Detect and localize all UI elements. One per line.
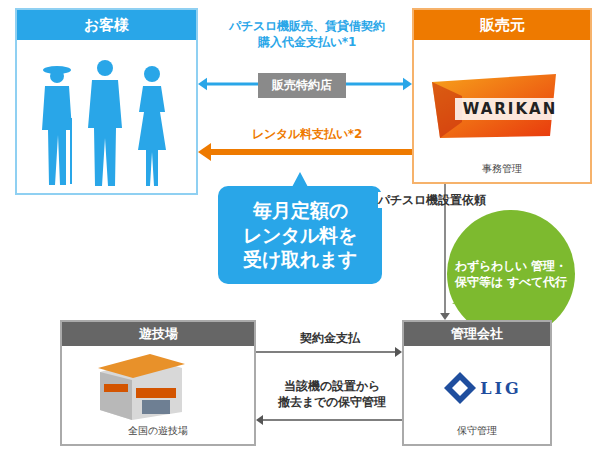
panel-heading: 管理会社: [451, 325, 503, 343]
circle-outline: [447, 210, 575, 338]
panel-heading: 遊技場: [139, 325, 178, 343]
bubble-text: 毎月定額の レンタル料を 受け取れます: [218, 198, 382, 272]
connector-line: [256, 351, 396, 353]
arrow-head: [256, 415, 263, 425]
dealer-tag: 販売特約店: [258, 73, 346, 98]
callout-pointer: [292, 172, 308, 187]
circle-fill: [447, 210, 575, 338]
building-icon: [98, 354, 185, 420]
connector-line: [262, 419, 402, 421]
panel-caption: 全国の遊技場: [62, 424, 254, 438]
edge-label: パチスロ機販売、賃貸借契約 購入代金支払い*1: [222, 18, 392, 50]
manager-panel: 管理会社保守管理: [402, 320, 552, 446]
edge-label: 契約金支払: [275, 330, 385, 346]
panel-heading: 販売元: [480, 16, 525, 35]
arrow-head: [395, 347, 402, 357]
arrow-head: [440, 313, 450, 320]
connector: [256, 347, 402, 357]
edge-label: 当該機の設置から 撤去までの保守管理: [262, 378, 402, 410]
service-circle: わずらわしい 管理・保守等は すべて代行: [447, 210, 575, 338]
arrow-head: [198, 78, 207, 91]
connector-line: [444, 184, 446, 314]
edge-label: パチスロ機設置依頼: [378, 192, 439, 208]
header-band: 遊技場: [62, 322, 254, 346]
panel-caption: 保守管理: [404, 424, 550, 438]
warikan-logo-text: WARIKAN: [462, 99, 558, 119]
header-band: お客様: [17, 10, 196, 40]
message-callout: 毎月定額の レンタル料を 受け取れます: [218, 186, 382, 284]
arrow-head: [198, 143, 211, 161]
panel-heading: お客様: [84, 16, 129, 35]
seller-panel: 販売元事務管理: [412, 8, 592, 184]
panel-caption: 事務管理: [414, 162, 590, 176]
customer-panel: お客様: [15, 8, 198, 195]
tag-text: 販売特約店: [272, 77, 332, 93]
hall-panel: 遊技場全国の遊技場: [60, 320, 256, 446]
connector-line: [208, 149, 412, 155]
header-band: 販売元: [414, 10, 590, 40]
lig-logo-text: LIG: [478, 378, 524, 400]
connector: [256, 415, 402, 425]
people-silhouettes: [42, 60, 166, 186]
connector: [198, 143, 412, 161]
header-band: 管理会社: [404, 322, 550, 346]
edge-label: レンタル料支払い*2: [232, 126, 382, 142]
lig-logo-mark: [444, 372, 476, 404]
arrow-head: [403, 78, 412, 91]
connector: [440, 184, 450, 320]
circle-text: わずらわしい 管理・保守等は すべて代行: [447, 258, 575, 290]
